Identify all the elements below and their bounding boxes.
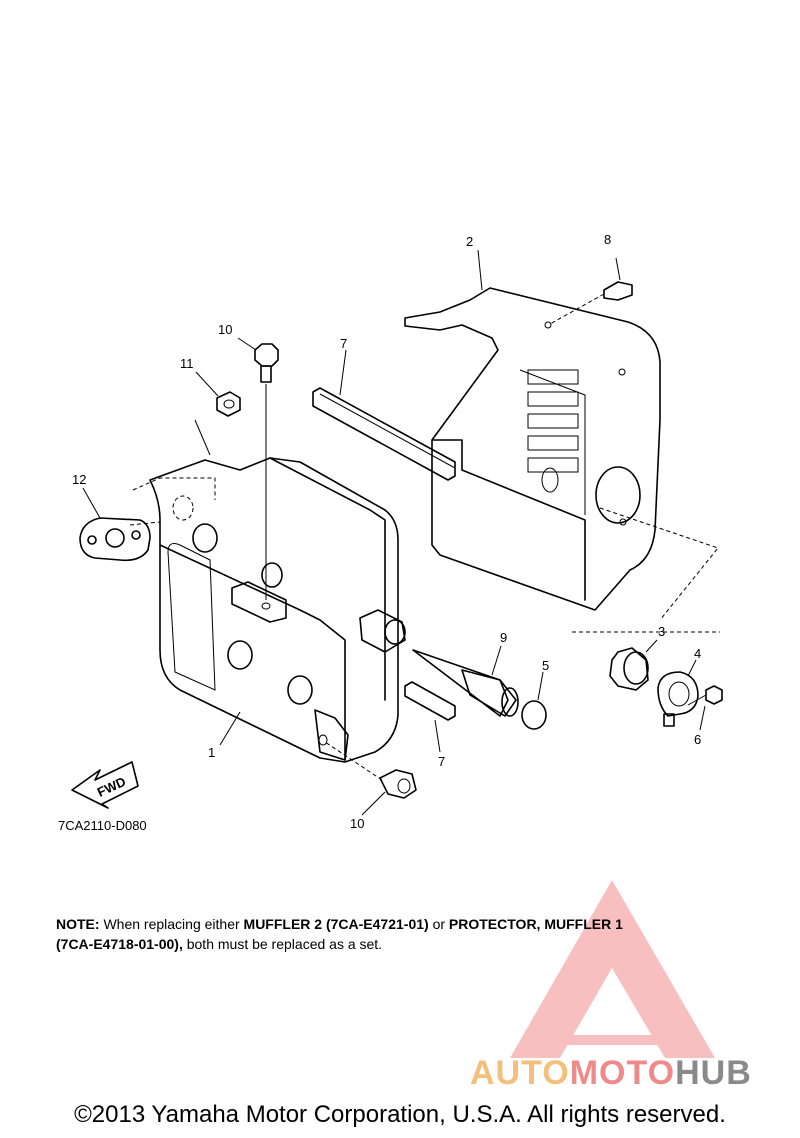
part-6-bolt — [687, 685, 723, 731]
copyright-footer: ©2013 Yamaha Motor Corporation, U.S.A. A… — [74, 1101, 726, 1128]
callout-7-lower: 7 — [438, 754, 445, 769]
callout-10-lower: 10 — [350, 816, 364, 831]
part-10-bolt-upper — [237, 337, 279, 600]
note-part-1: MUFFLER 2 (7CA-E4721-01) — [243, 916, 429, 932]
part-3-fitting — [572, 631, 720, 691]
drawing-code: 7CA2110-D080 — [58, 818, 147, 833]
leader-2 — [477, 249, 483, 291]
callout-10-upper: 10 — [218, 322, 232, 337]
part-2-muffler-protector — [404, 287, 661, 611]
callout-3: 3 — [658, 624, 665, 639]
callout-9: 9 — [500, 630, 507, 645]
part-11-nut — [194, 371, 241, 456]
note-text-3: both must be replaced as a set. — [182, 936, 383, 952]
part-9-screen — [412, 645, 519, 717]
callout-2: 2 — [466, 234, 473, 249]
brand-moto: MOTO — [569, 1054, 676, 1092]
callout-5: 5 — [542, 658, 549, 673]
callout-4: 4 — [694, 646, 701, 661]
part-4-clamp — [657, 659, 699, 727]
assembly-line — [599, 507, 719, 621]
callout-11: 11 — [180, 356, 194, 371]
watermark-brand: AUTOMOTOHUB — [470, 1054, 752, 1093]
leader-1 — [219, 711, 241, 746]
part-7-strip-upper — [312, 349, 456, 481]
brand-auto: AUTO — [470, 1054, 570, 1092]
brand-hub: HUB — [675, 1054, 752, 1092]
part-12-gasket — [79, 487, 151, 562]
callout-6: 6 — [694, 732, 701, 747]
part-10-bolt-lower — [324, 741, 417, 816]
note-prefix: NOTE: — [56, 916, 100, 932]
note-part-2b: (7CA-E4718-01-00), — [56, 936, 183, 952]
note-text-2: or — [428, 916, 449, 932]
callout-8: 8 — [604, 232, 611, 247]
callout-12: 12 — [72, 472, 86, 487]
callout-7-upper: 7 — [340, 336, 347, 351]
note-part-2a: PROTECTOR, MUFFLER 1 — [448, 916, 623, 932]
part-1-muffler — [129, 457, 406, 763]
fwd-arrow-icon: FWD — [71, 761, 139, 809]
watermark-logo — [510, 880, 715, 1058]
replacement-note: NOTE: When replacing either MUFFLER 2 (7… — [56, 914, 746, 954]
callout-1: 1 — [208, 745, 215, 760]
note-text-1: When replacing either — [99, 916, 244, 932]
part-8-bolt — [549, 257, 633, 325]
part-7-strip-lower — [404, 681, 456, 753]
part-5-cap — [521, 671, 547, 730]
